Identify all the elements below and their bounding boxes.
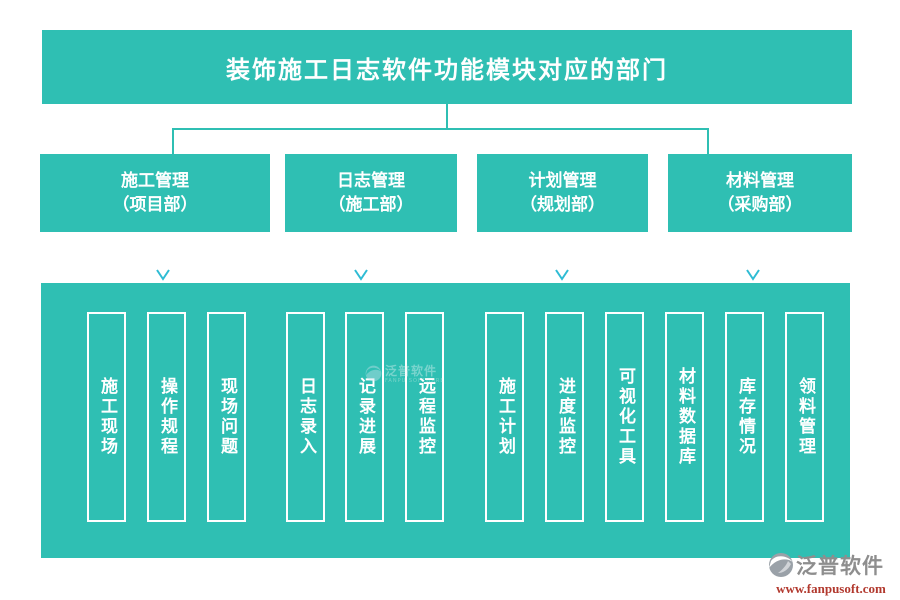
function-item: 记录进展 <box>345 312 384 522</box>
connector-title-stub <box>446 104 448 129</box>
connector-drop-right <box>707 128 709 155</box>
module-box-plan: 计划管理 （规划部） <box>477 154 648 232</box>
fanpu-logo-text: 泛普软件 <box>796 554 884 578</box>
module-name: 计划管理 <box>528 170 597 191</box>
function-item: 进度监控 <box>545 312 584 522</box>
function-label: 领料管理 <box>795 377 815 457</box>
module-dept: （规划部） <box>520 194 605 215</box>
down-arrow-icon <box>746 238 760 281</box>
function-label: 远程监控 <box>415 377 435 457</box>
function-label: 现场问题 <box>217 377 237 457</box>
module-box-log: 日志管理 （施工部） <box>285 154 457 232</box>
fanpu-logo-url: www.fanpusoft.com <box>776 581 886 596</box>
down-arrow-icon <box>354 238 368 281</box>
function-label: 施工现场 <box>97 377 117 457</box>
function-item: 材料数据库 <box>665 312 704 522</box>
function-label: 进度监控 <box>555 377 575 457</box>
module-name: 材料管理 <box>726 170 794 191</box>
brand-block: 泛普软件 www.fanpusoft.com <box>768 550 894 597</box>
function-label: 记录进展 <box>355 377 375 457</box>
function-label: 日志录入 <box>296 377 316 457</box>
function-item: 施工现场 <box>87 312 126 522</box>
function-item: 领料管理 <box>785 312 824 522</box>
module-name: 日志管理 <box>337 170 405 191</box>
function-item: 可视化工具 <box>605 312 644 522</box>
function-label: 材料数据库 <box>675 367 695 467</box>
functions-panel: 施工现场 操作规程 现场问题 日志录入 记录进展 远程监控 施工计划 进度监控 … <box>41 283 850 558</box>
function-item: 远程监控 <box>405 312 444 522</box>
down-arrow-icon <box>555 238 569 281</box>
connector-drop-left <box>172 128 174 155</box>
function-item: 施工计划 <box>485 312 524 522</box>
page-title: 装饰施工日志软件功能模块对应的部门 <box>226 55 668 84</box>
function-label: 施工计划 <box>495 377 515 457</box>
function-item: 库存情况 <box>725 312 764 522</box>
function-item: 现场问题 <box>207 312 246 522</box>
fanpu-logo-icon <box>769 553 793 577</box>
module-dept: （项目部） <box>112 194 198 215</box>
title-bar: 装饰施工日志软件功能模块对应的部门 <box>42 30 852 104</box>
connector-horizontal <box>172 128 709 130</box>
function-label: 可视化工具 <box>615 367 635 467</box>
module-name: 施工管理 <box>121 170 189 191</box>
function-item: 操作规程 <box>147 312 186 522</box>
function-label: 操作规程 <box>157 377 177 457</box>
function-item: 日志录入 <box>286 312 325 522</box>
module-box-construction: 施工管理 （项目部） <box>40 154 270 232</box>
module-dept: （施工部） <box>328 194 414 215</box>
module-box-material: 材料管理 （采购部） <box>668 154 852 232</box>
module-dept: （采购部） <box>717 194 803 215</box>
down-arrow-icon <box>156 238 170 281</box>
function-label: 库存情况 <box>735 377 755 457</box>
